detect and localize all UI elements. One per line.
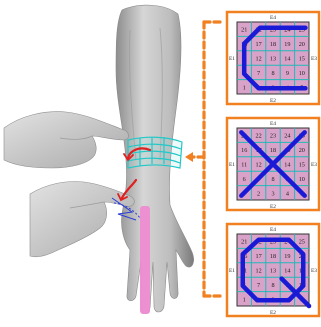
grid-cell-label: 10 xyxy=(299,70,305,77)
grid-cell-label: 20 xyxy=(299,147,305,154)
grid-cell-label: 1 xyxy=(243,84,246,91)
grid-cell-label: 17 xyxy=(256,253,262,260)
grid-cell-label: 4 xyxy=(286,190,289,197)
grid-cell-label: 14 xyxy=(284,268,290,275)
upper-touching-hand xyxy=(4,112,129,168)
grid-cell-label: 22 xyxy=(256,133,262,140)
electrode-label-top: E4 xyxy=(270,15,276,21)
grid-cell-label: 16 xyxy=(241,147,247,154)
grid-cell-label: 12 xyxy=(256,268,262,275)
grid-cell-label: 18 xyxy=(270,41,276,48)
electrode-label-right: E3 xyxy=(311,56,317,62)
grid-cell-label: 24 xyxy=(284,133,290,140)
grid-cell-label: 21 xyxy=(241,239,247,246)
grid-cell-label: 1 xyxy=(243,296,246,303)
grid-cell-label: 18 xyxy=(270,253,276,260)
grid-cell-label: 7 xyxy=(257,70,260,77)
electrode-label-right: E3 xyxy=(311,268,317,274)
arm-sensor-grid xyxy=(128,137,182,168)
grid-cell-label: 14 xyxy=(284,162,290,169)
grid-cell-label: 25 xyxy=(299,239,305,246)
upper-hand-shape xyxy=(4,112,129,168)
electrode-label-top: E4 xyxy=(270,227,276,233)
grid-cell-label: 15 xyxy=(299,162,305,169)
grid-cell-label: 10 xyxy=(299,176,305,183)
electrode-label-bottom: E2 xyxy=(270,204,276,210)
grid-cell-label: 6 xyxy=(243,176,246,183)
grid-cell-label: 8 xyxy=(271,282,274,289)
grid-cell-label: 14 xyxy=(284,56,290,63)
grid-cell-label: 8 xyxy=(271,176,274,183)
grid-cell-label: 12 xyxy=(256,56,262,63)
lower-touching-hand xyxy=(30,182,134,257)
grid-cell-label: 9 xyxy=(286,70,289,77)
grid-cell-label: 19 xyxy=(284,253,290,260)
pink-sensor-strip xyxy=(140,206,150,314)
grid-cell-label: 18 xyxy=(270,147,276,154)
grid-cell-label: 11 xyxy=(241,162,247,169)
lower-hand-shape xyxy=(30,182,134,257)
callout-arrowhead xyxy=(185,152,193,162)
callout-bracket xyxy=(190,22,222,296)
electrode-label-bottom: E2 xyxy=(270,310,276,316)
electrode-label-left: E1 xyxy=(229,56,235,62)
grid-cell-label: 3 xyxy=(271,190,274,197)
electrode-label-left: E1 xyxy=(229,162,235,168)
grid-cell-label: 23 xyxy=(270,133,276,140)
grid-cell-label: 19 xyxy=(284,41,290,48)
grid-cell-label: 13 xyxy=(270,268,276,275)
electrode-label-right: E3 xyxy=(311,162,317,168)
electrode-label-left: E1 xyxy=(229,268,235,274)
electrode-label-bottom: E2 xyxy=(270,98,276,104)
grid-cell-label: 17 xyxy=(256,41,262,48)
grid-cell-label: 2 xyxy=(257,190,260,197)
grid-cell-label: 8 xyxy=(271,70,274,77)
grid-cell-label: 21 xyxy=(241,27,247,34)
grid-cell-label: 20 xyxy=(299,41,305,48)
grid-cell-label: 15 xyxy=(299,56,305,63)
grid-cell-label: 7 xyxy=(257,282,260,289)
grid-cell-label: 12 xyxy=(256,162,262,169)
electrode-label-top: E4 xyxy=(270,121,276,127)
grid-cell-label: 13 xyxy=(270,56,276,63)
